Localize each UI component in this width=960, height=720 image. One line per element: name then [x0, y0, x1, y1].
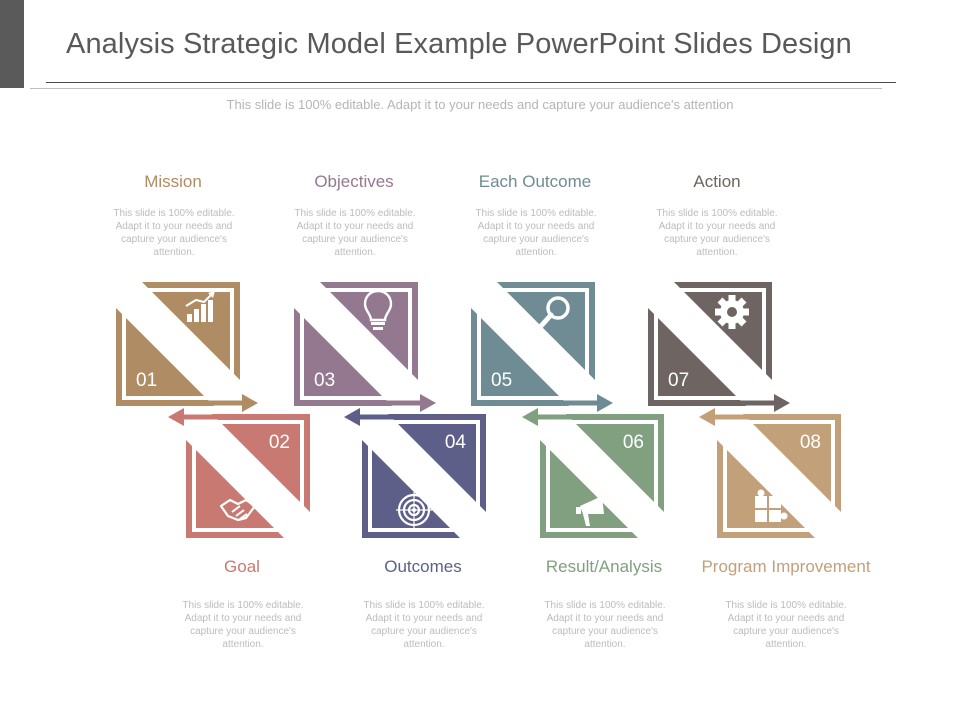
step-label-goal: Goal	[224, 557, 260, 576]
step-number: 06	[623, 432, 644, 453]
step-desc-action: This slide is 100% editable. Adapt it to…	[656, 208, 778, 258]
growth-chart-icon	[185, 291, 215, 322]
step-label-outcomes: Outcomes	[384, 557, 462, 576]
target-icon	[396, 492, 432, 528]
magnifier-icon	[538, 296, 570, 329]
step-number: 07	[668, 370, 689, 391]
megaphone-icon	[576, 496, 604, 526]
step-number: 01	[136, 370, 157, 391]
step-label-action: Action	[693, 172, 741, 191]
step-desc-each-outcome: This slide is 100% editable. Adapt it to…	[475, 208, 597, 258]
step-desc-goal: This slide is 100% editable. Adapt it to…	[182, 600, 304, 650]
step-desc-mission: This slide is 100% editable. Adapt it to…	[113, 208, 235, 258]
step-label-each-outcome: Each Outcome	[478, 172, 592, 191]
step-box-01: 01	[116, 282, 258, 412]
step-desc-result-analysis: This slide is 100% editable. Adapt it to…	[544, 600, 666, 650]
step-box-08: 08	[699, 408, 841, 538]
corner-accent-block	[0, 0, 24, 88]
step-desc-outcomes: This slide is 100% editable. Adapt it to…	[363, 600, 485, 650]
step-label-program-improvement: Program Improvement	[701, 557, 871, 576]
step-label-mission: Mission	[144, 172, 202, 191]
step-number: 05	[491, 370, 512, 391]
puzzle-icon	[755, 489, 788, 522]
step-box-02: 02	[168, 408, 310, 538]
step-box-04: 04	[344, 408, 486, 538]
step-label-result-analysis: Result/Analysis	[545, 557, 663, 576]
step-box-07: 07	[648, 282, 790, 412]
step-label-objectives: Objectives	[314, 172, 394, 191]
step-desc-program-improvement: This slide is 100% editable. Adapt it to…	[725, 600, 847, 650]
page-subtitle: This slide is 100% editable. Adapt it to…	[226, 97, 734, 112]
handshake-icon	[219, 498, 257, 522]
step-desc-objectives: This slide is 100% editable. Adapt it to…	[294, 208, 416, 258]
gear-icon	[715, 295, 749, 329]
step-box-05: 05	[471, 282, 613, 412]
step-number: 02	[269, 432, 290, 453]
step-box-06: 06	[522, 408, 664, 538]
step-box-03: 03	[294, 282, 436, 412]
step-number: 04	[445, 432, 467, 453]
title-divider	[46, 82, 896, 83]
page-title: Analysis Strategic Model Example PowerPo…	[66, 28, 852, 60]
step-number: 03	[314, 370, 335, 391]
title-divider-light	[30, 88, 882, 89]
lightbulb-icon	[363, 289, 393, 330]
step-number: 08	[800, 432, 821, 453]
